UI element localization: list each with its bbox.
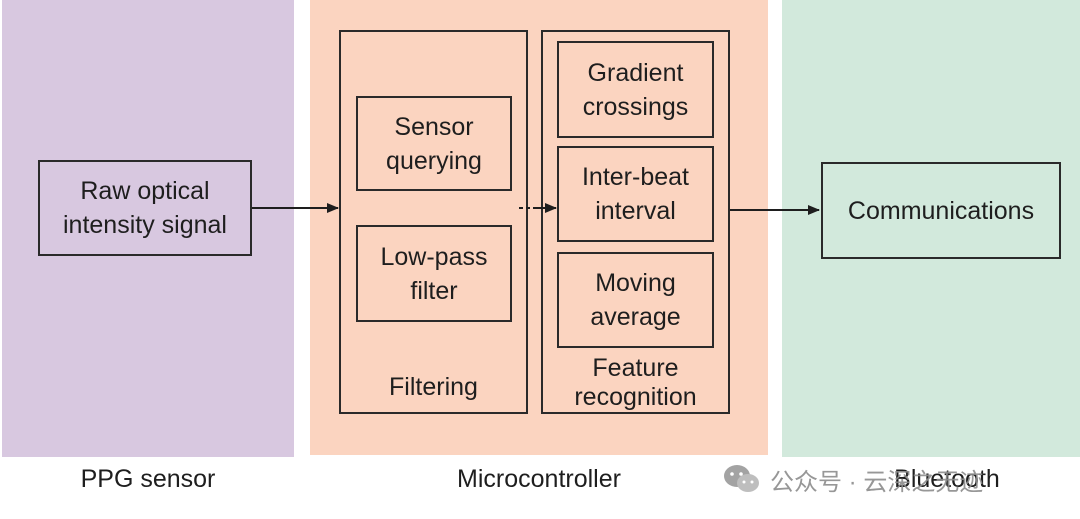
communications-box: Communications bbox=[821, 162, 1061, 259]
bluetooth-label: Bluetooth bbox=[894, 465, 1000, 493]
feature-recognition-label: Feature recognition bbox=[574, 354, 697, 411]
gradient-crossings-box: Gradient crossings bbox=[557, 41, 714, 138]
filtering-group: Filtering bbox=[339, 30, 528, 414]
raw-signal-box: Raw optical intensity signal bbox=[38, 160, 252, 256]
moving-average-box: Moving average bbox=[557, 252, 714, 348]
microcontroller-panel bbox=[310, 0, 768, 455]
watermark: 公众号 · 云深之无迹 bbox=[722, 459, 983, 499]
feature-recognition-group: Feature recognition bbox=[541, 30, 730, 414]
filtering-label: Filtering bbox=[389, 373, 478, 401]
microcontroller-label: Microcontroller bbox=[457, 465, 621, 493]
bluetooth-panel bbox=[782, 0, 1080, 457]
wechat-icon bbox=[724, 465, 759, 492]
ppg-sensor-panel bbox=[2, 0, 294, 457]
ppg-sensor-label: PPG sensor bbox=[80, 465, 216, 493]
watermark-text: 公众号 · 云深之无迹 bbox=[770, 468, 984, 496]
inter-beat-interval-box: Inter-beat interval bbox=[557, 146, 714, 242]
low-pass-filter-box: Low-pass filter bbox=[356, 225, 512, 322]
sensor-querying-box: Sensor querying bbox=[356, 96, 512, 191]
